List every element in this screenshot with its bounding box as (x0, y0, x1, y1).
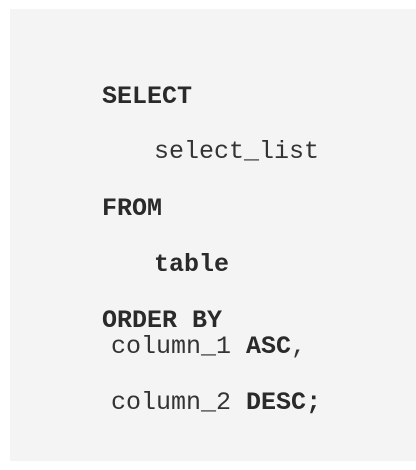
from-keyword: FROM (102, 194, 163, 223)
order-by-keyword: ORDER BY (102, 306, 223, 335)
table-name: table (154, 250, 230, 279)
code-line-column-1: column_1 ASC, (111, 332, 306, 362)
column-1-name: column_1 (111, 332, 232, 361)
semicolon-punctuation: ; (306, 388, 322, 417)
asc-keyword: ASC (246, 332, 292, 361)
code-line-table: table (94, 220, 229, 310)
desc-keyword: DESC (246, 388, 307, 417)
code-line-column-2: column_2 DESC; (111, 388, 321, 418)
code-line-select: SELECT (42, 52, 192, 142)
code-block: SELECT select_list FROM table ORDER BY c… (10, 9, 416, 461)
select-keyword: SELECT (102, 82, 193, 111)
code-line-select-list: select_list (94, 107, 319, 197)
comma-punctuation: , (291, 332, 307, 361)
code-line-order-by: ORDER BY (42, 276, 222, 366)
column-2-name: column_2 (111, 388, 232, 417)
select-list-text: select_list (154, 137, 320, 166)
code-line-from: FROM (42, 164, 162, 254)
